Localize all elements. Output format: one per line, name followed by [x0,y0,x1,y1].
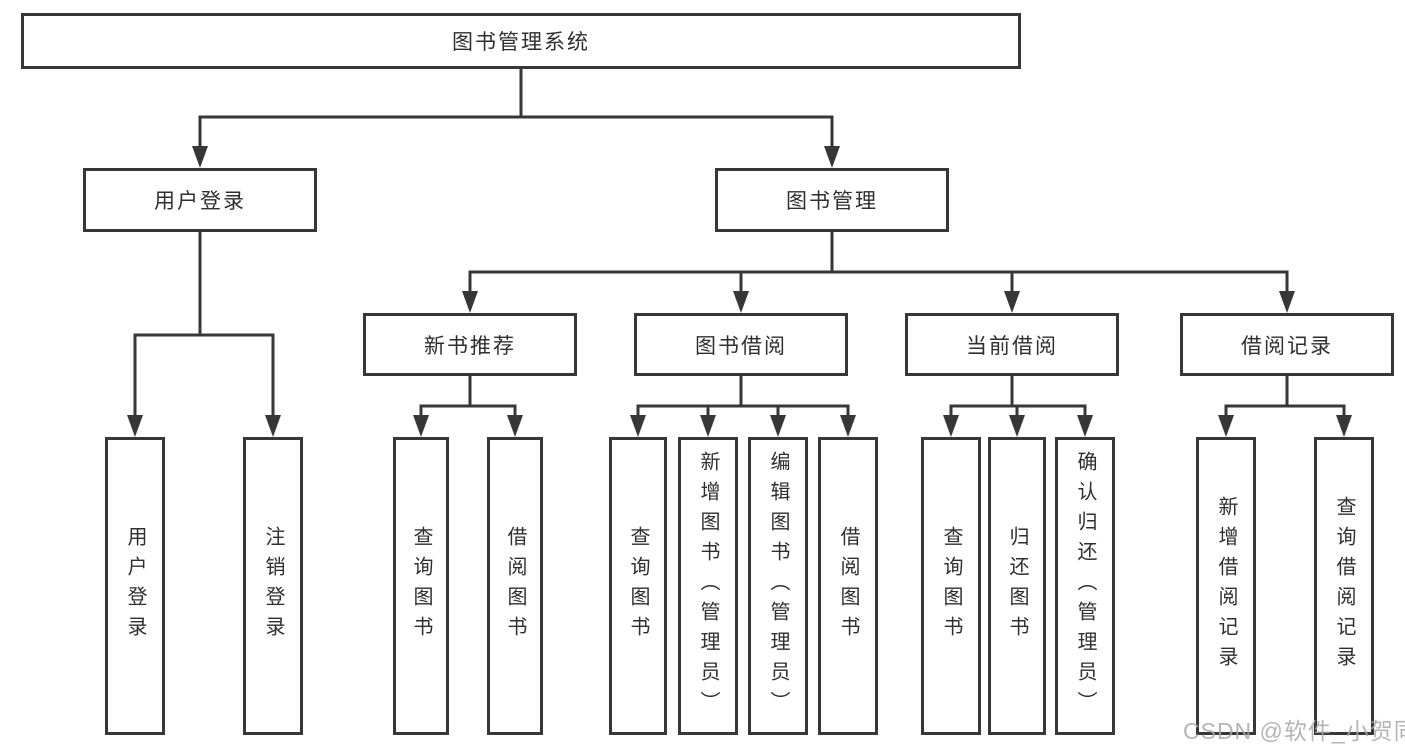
node-user-login: 用户登录 [83,168,317,232]
leaf-records-add: 新增借阅记录 [1196,437,1256,735]
node-book-management-label: 图书管理 [786,190,878,213]
arrowhead-icon [630,415,646,437]
arrowhead-icon [1279,291,1295,313]
leaf-records-add-label: 新增借阅记录 [1215,496,1237,676]
node-new-book-recommend-label: 新书推荐 [424,334,516,358]
leaf-bookborrow-query: 查询图书 [609,437,667,735]
leaf-bookborrow-borrow: 借阅图书 [818,437,878,735]
connector-newbook-to-leaves [419,376,517,421]
arrowhead-icon [462,291,478,313]
leaf-records-query-label: 查询借阅记录 [1333,496,1355,676]
leaf-logout-label: 注销登录 [262,526,284,646]
node-borrow-records-label: 借阅记录 [1241,334,1333,358]
node-book-borrow-label: 图书借阅 [695,334,787,358]
arrowhead-icon [1004,291,1020,313]
node-current-borrow-label: 当前借阅 [966,334,1058,358]
arrowhead-icon [1077,415,1093,437]
leaf-bookborrow-edit: 编辑图书（管理员） [748,437,808,735]
leaf-newbook-borrow: 借阅图书 [487,437,543,735]
leaf-currentborrow-confirm: 确认归还（管理员） [1055,437,1115,735]
connector-borrowrecords-to-leaves [1224,376,1346,421]
connector-currentborrow-to-leaves [949,376,1087,421]
leaf-user-login: 用户登录 [105,437,165,735]
leaf-bookborrow-add: 新增图书（管理员） [678,437,738,735]
leaf-currentborrow-query-label: 查询图书 [940,526,962,646]
node-new-book-recommend: 新书推荐 [363,313,577,376]
node-book-management: 图书管理 [715,168,949,232]
leaf-bookborrow-query-label: 查询图书 [627,526,649,646]
arrowhead-icon [733,291,749,313]
node-user-login-label: 用户登录 [154,190,246,213]
leaf-bookborrow-borrow-label: 借阅图书 [837,526,859,646]
arrowhead-icon [700,415,716,437]
arrowhead-icon [413,415,429,437]
leaf-user-login-label: 用户登录 [124,526,146,646]
connector-bookborrow-to-leaves [636,376,850,421]
leaf-bookborrow-add-label: 新增图书（管理员） [697,451,719,721]
arrowhead-icon [770,415,786,437]
arrowhead-icon [840,415,856,437]
node-root-label: 图书管理系统 [452,31,590,54]
leaf-records-query: 查询借阅记录 [1314,437,1374,735]
node-current-borrow: 当前借阅 [905,313,1119,376]
arrowhead-icon [943,415,959,437]
arrowhead-icon [1218,415,1234,437]
connector-userlogin-to-leaves [133,232,275,419]
leaf-currentborrow-query: 查询图书 [921,437,981,735]
leaf-bookborrow-edit-label: 编辑图书（管理员） [767,451,789,721]
leaf-newbook-borrow-label: 借阅图书 [504,526,526,646]
arrowhead-icon [507,415,523,437]
leaf-newbook-query: 查询图书 [393,437,449,735]
node-root: 图书管理系统 [21,13,1021,69]
arrowhead-icon [824,146,840,168]
arrowhead-icon [1009,415,1025,437]
leaf-logout: 注销登录 [243,437,303,735]
leaf-currentborrow-return: 归还图书 [988,437,1046,735]
arrowhead-icon [192,146,208,168]
csdn-watermark: CSDN @软件_小贺同学 [1183,718,1405,744]
leaf-currentborrow-return-label: 归还图书 [1006,526,1028,646]
node-book-borrow: 图书借阅 [634,313,848,376]
connector-bookmgmt-to-level3 [468,232,1289,295]
leaf-currentborrow-confirm-label: 确认归还（管理员） [1074,451,1096,721]
arrowhead-icon [127,415,143,437]
connector-root-to-level2 [198,69,834,150]
node-borrow-records: 借阅记录 [1180,313,1394,376]
arrowhead-icon [265,415,281,437]
arrowhead-icon [1336,415,1352,437]
leaf-newbook-query-label: 查询图书 [410,526,432,646]
